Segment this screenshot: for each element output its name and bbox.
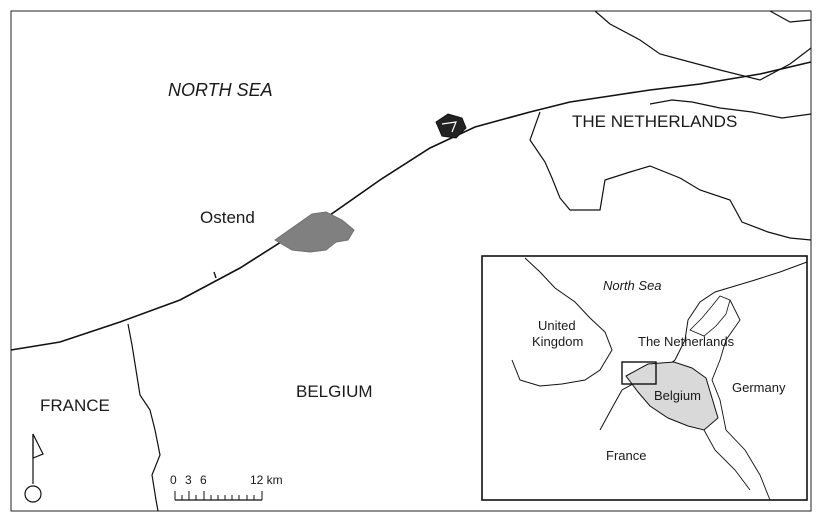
label-north-sea: NORTH SEA bbox=[168, 80, 273, 100]
inset-continent-coast bbox=[599, 261, 808, 431]
label-belgium: BELGIUM bbox=[296, 382, 373, 401]
inset-label-france: France bbox=[606, 448, 647, 463]
estuary-north bbox=[594, 10, 812, 81]
estuary-south bbox=[769, 10, 812, 23]
inset-label-netherlands: The Netherlands bbox=[638, 334, 735, 349]
inset-label-uk-2: Kingdom bbox=[532, 334, 584, 349]
label-netherlands: THE NETHERLANDS bbox=[572, 112, 738, 131]
inset-label-north-sea: North Sea bbox=[603, 278, 662, 293]
inset-label-uk-1: United bbox=[538, 318, 576, 333]
scale-tick-12: 12 km bbox=[250, 473, 283, 487]
inset-border-de bbox=[711, 299, 771, 501]
inset-border-fr bbox=[703, 429, 751, 491]
north-arrow-icon bbox=[24, 433, 44, 503]
inset-map bbox=[481, 255, 808, 501]
scale-tick-3: 3 bbox=[185, 473, 192, 487]
label-france: FRANCE bbox=[40, 396, 110, 415]
scale-tick-6: 6 bbox=[200, 473, 207, 487]
scale-bar bbox=[174, 491, 263, 501]
inset-belgium bbox=[625, 361, 719, 431]
inset-study-rect bbox=[621, 361, 657, 385]
coastline bbox=[10, 61, 812, 351]
harbour-zeebrugge bbox=[435, 113, 467, 139]
inset-uk-coast bbox=[511, 257, 613, 387]
border-be-nl bbox=[529, 111, 812, 241]
map-frame bbox=[10, 10, 812, 512]
label-ostend: Ostend bbox=[200, 208, 255, 227]
ostend-study-area bbox=[274, 211, 355, 253]
inset-label-germany: Germany bbox=[732, 380, 786, 395]
estuary-island bbox=[649, 99, 812, 119]
coast-mark bbox=[213, 271, 217, 279]
border-be-fr bbox=[127, 323, 161, 512]
scale-tick-0: 0 bbox=[170, 473, 177, 487]
inset-label-belgium: Belgium bbox=[654, 388, 701, 403]
harbour-detail bbox=[441, 121, 457, 133]
